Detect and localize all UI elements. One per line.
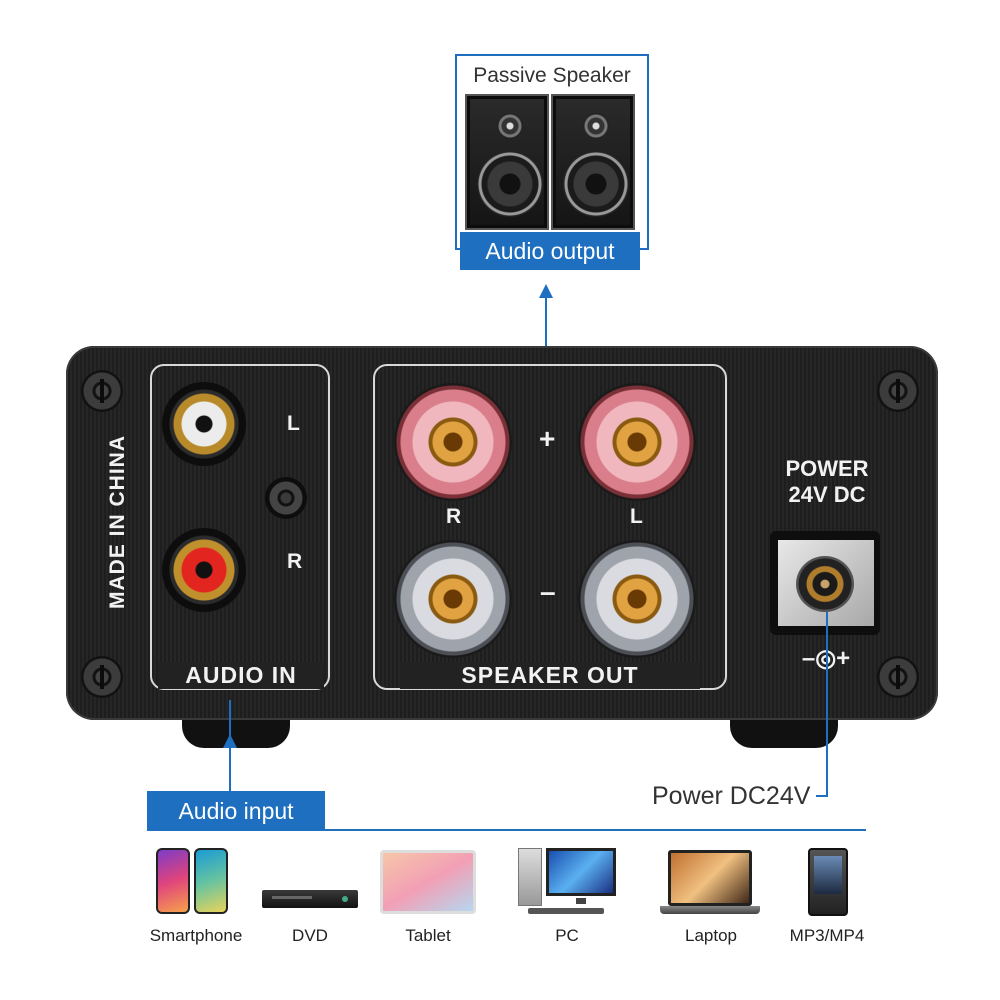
audio-output-label: Audio output [460,232,640,270]
rca-input-right-red[interactable] [162,528,246,612]
device-label-tablet: Tablet [405,926,451,945]
speaker-plus-sign: + [539,423,556,454]
device-label-smartphone: Smartphone [149,926,243,945]
passive-speaker-box: Passive Speaker [455,54,649,250]
device-label-dvd: DVD [292,926,328,945]
speaker-out-right-label: R [446,505,462,528]
corner-screw-icon [877,370,919,412]
made-in-china-text: MADE IN CHINA [106,435,129,609]
corner-screw-icon [877,656,919,698]
speaker-post-right-positive[interactable] [394,383,512,501]
device-label-pc: PC [555,926,579,945]
ground-screw-icon [265,477,307,519]
pc-icon [518,848,616,916]
dvd-player-icon [262,890,358,912]
speaker-post-right-negative[interactable] [394,540,512,658]
audio-in-left-label: L [287,412,300,435]
mp3-player-icon [808,848,848,916]
speaker-post-left-positive[interactable] [578,383,696,501]
power-connector-line [826,612,828,796]
power-connector-tick [816,795,828,797]
speaker-out-left-label: L [630,505,643,528]
tablet-icon [380,850,476,914]
speaker-out-panel [373,364,727,690]
dc-power-jack[interactable] [796,556,854,612]
speaker-post-left-negative[interactable] [578,540,696,658]
corner-screw-icon [81,656,123,698]
audio-input-arrow-icon [223,734,237,748]
corner-screw-icon [81,370,123,412]
speaker-left-icon [467,96,547,228]
speaker-out-label: SPEAKER OUT [400,662,700,689]
speaker-right-icon [553,96,633,228]
device-label-mp3: MP3/MP4 [789,926,865,945]
audio-input-divider-line [147,829,866,831]
power-dc24v-label: Power DC24V [652,782,811,810]
audio-output-connector-line [545,296,547,364]
audio-input-label: Audio input [147,791,325,831]
power-label: POWER 24V DC [785,456,869,507]
audio-in-right-label: R [287,550,303,573]
device-label-laptop: Laptop [685,926,737,945]
speaker-minus-sign: – [540,576,556,607]
passive-speaker-title: Passive Speaker [473,64,631,87]
smartphone-icon [156,848,228,914]
audio-in-label: AUDIO IN [158,662,324,689]
audio-output-arrow-icon [539,284,553,298]
audio-in-panel [150,364,330,690]
laptop-icon [660,850,760,916]
rca-input-left-white[interactable] [162,382,246,466]
